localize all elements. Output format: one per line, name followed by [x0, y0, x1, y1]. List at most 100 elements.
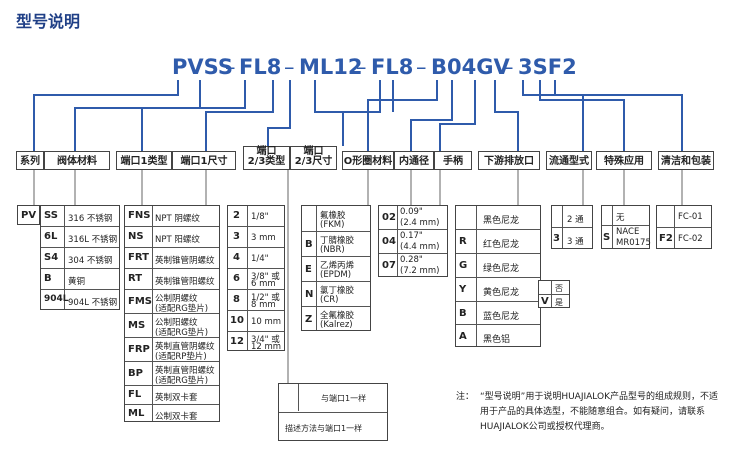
table-row: 氟橡胶(FKM): [302, 206, 370, 232]
oring-desc: 氯丁橡胶: [320, 286, 355, 296]
clean-code: F2: [659, 233, 673, 244]
handle-desc: 黑色尼龙: [483, 216, 520, 226]
port-type-desc2: (适配RG垫片): [155, 328, 209, 338]
code-part-options: B04GV: [431, 55, 510, 79]
drain-desc: 是: [555, 298, 563, 307]
header-port23-type: 端口 2/3类型: [243, 146, 290, 170]
header-port23-size-line1: 端口: [303, 146, 324, 157]
header-material: 阀体材料: [44, 151, 110, 170]
header-clean: 清洁和包装: [658, 151, 714, 170]
port-size-code: 10: [230, 315, 244, 326]
oring-desc2: (CR): [320, 295, 339, 305]
header-oring: O形圈材料: [342, 151, 394, 170]
header-port23-size: 端口 2/3尺寸: [290, 146, 337, 170]
port-type-desc: 公制阴螺纹: [155, 294, 198, 304]
header-port23-type-line2: 2/3类型: [247, 156, 286, 167]
port-type-desc: 公制阳螺纹: [155, 318, 198, 328]
port23-note-desc: 描述方法与端口1一样: [285, 424, 363, 433]
material-code: 904L: [44, 294, 69, 304]
bore-code: 07: [382, 260, 396, 271]
port-type-code: FRP: [128, 344, 150, 355]
table-row: 与端口1一样: [279, 384, 387, 413]
port-type-code: BP: [128, 368, 143, 379]
handle-desc: 红色尼龙: [483, 240, 520, 250]
oring-desc2: (Kalrez): [320, 320, 353, 330]
material-desc: 316 不锈钢: [68, 214, 113, 224]
series-code: PV: [21, 210, 37, 221]
code-dash: –: [416, 55, 427, 79]
port-size-desc: 3/8" 或: [251, 272, 280, 282]
port-size-desc2: 12 mm: [251, 342, 282, 352]
port-type-desc: 公制双卡套: [155, 412, 198, 422]
port-size-code: 12: [230, 336, 244, 347]
oring-desc: 乙烯丙烯: [320, 261, 355, 271]
header-bore: 内通径: [394, 151, 434, 170]
oring-desc2: (NBR): [320, 245, 345, 255]
code-dash: –: [225, 55, 236, 79]
header-handle: 手柄: [434, 151, 472, 170]
drain-code: V: [541, 296, 549, 307]
port23-note-table: 与端口1一样 描述方法与端口1一样: [278, 383, 388, 441]
port-type-code: FNS: [128, 210, 151, 221]
special-desc: NACE: [616, 227, 640, 237]
header-drain: 下游排放口: [478, 151, 540, 170]
header-port23-type-line1: 端口: [256, 146, 277, 157]
port-type-code: RT: [128, 273, 143, 284]
port-size-code: 3: [233, 231, 240, 242]
port-size-code: 2: [233, 210, 240, 221]
bore-desc2: (4.4 mm): [400, 242, 440, 252]
handle-desc: 蓝色尼龙: [483, 312, 520, 322]
special-desc2: MR0175: [616, 238, 651, 248]
port-size-desc: 3 mm: [251, 233, 276, 243]
code-dash: –: [284, 55, 295, 79]
oring-code: E: [305, 264, 312, 275]
port-type-desc2: (适配RG垫片): [155, 304, 209, 314]
port-type-desc: 英制锥管阴螺纹: [155, 256, 215, 266]
table-row: 黑色尼龙: [456, 206, 540, 230]
port-type-desc: 英制直管阴螺纹: [155, 342, 215, 352]
code-dash: –: [503, 55, 514, 79]
table-row: 无: [602, 206, 649, 226]
port-size-desc: 1/2" 或: [251, 293, 280, 303]
series-table: PV: [17, 205, 40, 225]
special-desc: 无: [616, 213, 625, 223]
port-type-code: FL: [128, 389, 142, 400]
port-size-desc: 3/4" 或: [251, 335, 280, 345]
port-type-desc2: (适配RG垫片): [155, 376, 209, 386]
port-type-desc: NPT 阳螺纹: [155, 235, 200, 245]
handle-code: R: [459, 236, 467, 247]
oring-desc: 氟橡胶: [320, 211, 346, 221]
bore-desc2: (2.4 mm): [400, 218, 440, 228]
clean-desc: FC-01: [678, 212, 703, 222]
port-size-desc2: 8 mm: [251, 300, 276, 310]
port-size-desc: 10 mm: [251, 317, 282, 327]
bore-code: 02: [382, 212, 396, 223]
handle-desc: 黄色尼龙: [483, 288, 520, 298]
table-row: R 红色尼龙: [456, 230, 540, 254]
table-row: FC-01: [657, 206, 711, 228]
